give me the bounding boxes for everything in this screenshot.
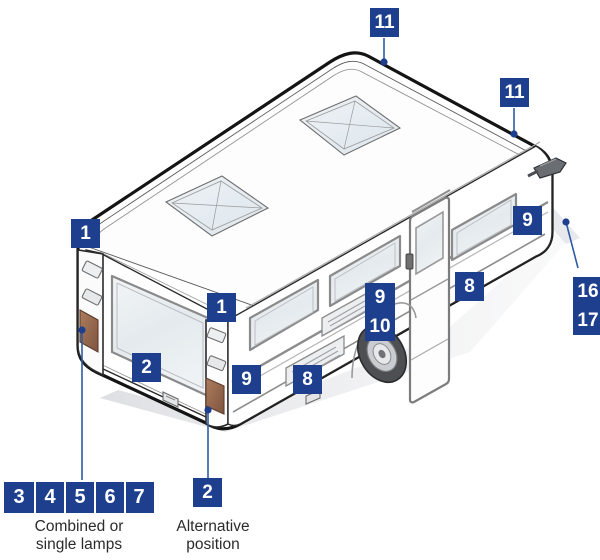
marker-lamp-mid-right [206,355,227,372]
roof-skylight-front [298,95,402,156]
rear-panel [85,249,229,421]
callout-9-rear[interactable]: 9 [232,365,261,394]
callout-17: 17 [577,310,599,331]
marker-lamp-mid [81,288,103,306]
marker-lamp-upper-right [206,327,227,344]
callout-8-side[interactable]: 8 [293,365,322,394]
side-window-mid [328,234,402,308]
tow-hitch [527,157,567,179]
callout-10-wheel: 10 [369,316,391,337]
legend-lamps-caption-line1: Combined or [34,518,124,535]
legend-alt-caption: Alternative position [138,518,288,554]
legend-number-3[interactable]: 3 [13,486,25,508]
rear-tail-lamp-right [205,377,225,415]
rear-left-corner [77,249,104,377]
marker-lamp-upper [81,260,103,279]
legend-lamps-caption: Combined or single lamps [4,518,154,554]
legend-lamps-bar: 3 4 5 6 7 [4,482,154,513]
callout-9-front[interactable]: 9 [513,206,542,235]
callout-16-17-stack[interactable]: 16 17 [573,277,600,335]
callout-9-10-stack[interactable]: 9 10 [365,283,395,341]
callout-11-right[interactable]: 11 [500,78,529,107]
door-handle [405,253,414,270]
side-panel [227,141,553,427]
callout-8-front[interactable]: 8 [455,272,484,301]
legend-lamps-caption-line2: single lamps [35,536,123,553]
callout-1-left[interactable]: 1 [71,219,100,248]
roof-skylight-rear [164,175,270,237]
legend-alt-caption-line1: Alternative [176,518,250,535]
callout-2-alternative[interactable]: 2 [193,478,222,507]
legend-number-5[interactable]: 5 [64,482,94,513]
legend-number-4[interactable]: 4 [34,482,64,513]
callout-16: 16 [577,281,599,302]
legend-number-6[interactable]: 6 [94,482,124,513]
leader-dots [78,58,570,414]
leader-lines [81,38,579,480]
callout-1-mid[interactable]: 1 [207,293,236,322]
callout-9-wheel: 9 [374,287,386,308]
callout-2-left[interactable]: 2 [132,353,161,382]
caravan-body [76,51,567,431]
legend-number-7[interactable]: 7 [124,482,152,513]
side-window-rear [248,278,320,352]
entry-door [405,189,451,404]
legend-alt-caption-line2: position [186,536,240,553]
callout-11-top[interactable]: 11 [370,8,399,37]
